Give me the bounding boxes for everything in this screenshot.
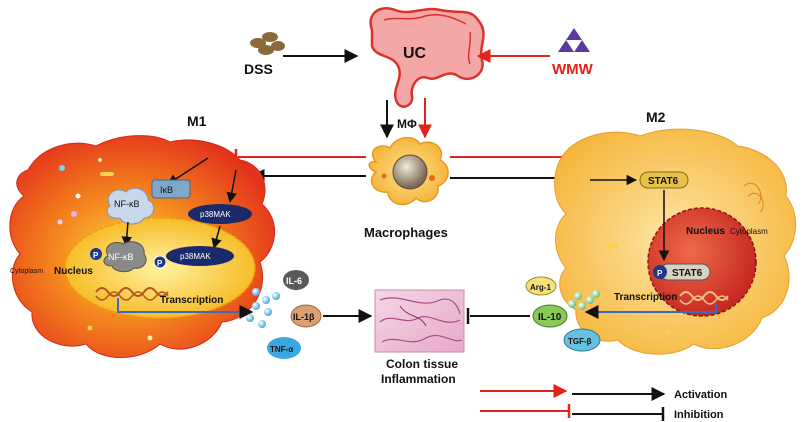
m1-to-p38-arrow	[226, 169, 237, 204]
m1-transcription-arrow	[117, 298, 254, 319]
stat6-nuclear: P STAT6	[653, 263, 711, 281]
macrophages-label: Macrophages	[364, 225, 448, 240]
tnfa-badge: TNF-α	[267, 337, 301, 359]
macrophage-cell	[368, 136, 449, 206]
tnfa-label: TNF-α	[270, 345, 293, 354]
uc-label: UC	[403, 45, 427, 62]
p38mak-cytoplasm: p38MAK	[188, 204, 252, 224]
legend-inhibition-label: Inhibition	[674, 409, 724, 421]
il10-label: IL-10	[538, 312, 562, 323]
p38-p-label: P	[157, 259, 163, 268]
ikb-label: IκB	[160, 185, 173, 195]
m2-cell	[554, 128, 797, 355]
m2-dna-icon	[679, 291, 729, 301]
dss-group: DSS	[244, 32, 285, 77]
dss-label: DSS	[244, 61, 273, 77]
legend-activation-label: Activation	[674, 389, 727, 401]
m2-transcription-label: Transcription	[614, 292, 677, 303]
il1b-label: IL-1β	[293, 312, 315, 322]
arg1-label: Arg-1	[530, 283, 551, 292]
p38mak-label: p38MAK	[200, 210, 231, 219]
stat6-label: STAT6	[648, 176, 679, 187]
m2-transcription-arrow	[584, 304, 717, 319]
wmw-label: WMW	[552, 61, 594, 78]
colon-icon	[369, 7, 485, 108]
nfkb-ikb-complex: IκB NF-κB	[106, 179, 191, 225]
m2-secreted-beads	[568, 290, 600, 310]
il6-badge: IL-6	[283, 270, 309, 290]
m2-cytoplasm-label: Cytoplasm	[730, 227, 768, 236]
stat6-cytoplasm: STAT6	[639, 171, 689, 189]
wmw-icon	[558, 28, 590, 52]
tgfb-badge: TGF-β	[563, 328, 601, 352]
nfkb-nuclear-label: NF-κB	[108, 252, 134, 262]
nfkb-label: NF-κB	[114, 199, 140, 209]
tgfb-label: TGF-β	[568, 337, 592, 346]
p38mak-nuclear-label: p38MAK	[180, 252, 211, 261]
dss-icon	[250, 32, 285, 55]
legend-inhibition: Inhibition	[480, 404, 724, 421]
mphi-label: MΦ	[397, 117, 417, 131]
colon-tissue-label: Colon tissue	[386, 357, 458, 371]
m1-nucleus-label: Nucleus	[54, 266, 93, 277]
m2-nucleus-label: Nucleus	[686, 226, 725, 237]
legend-activation: Activation	[480, 384, 727, 401]
m2-label: M2	[646, 109, 666, 125]
m1-cytoplasm-label: Cytoplasm	[10, 268, 43, 275]
m1-label: M1	[187, 113, 207, 129]
nfkb-translocation-arrow	[121, 221, 133, 248]
stat6-nuclear-label: STAT6	[672, 268, 703, 279]
wmw-group: WMW	[552, 28, 594, 78]
colon-tissue-image	[374, 289, 465, 353]
arg1-badge: Arg-1	[525, 276, 557, 296]
p38-translocation-arrow	[211, 225, 222, 250]
il10-badge: IL-10	[532, 304, 568, 328]
nfkb-p-label: P	[93, 251, 99, 260]
il6-label: IL-6	[286, 276, 302, 286]
p38mak-nuclear: P p38MAK	[153, 246, 234, 269]
legend: Activation Inhibition	[480, 384, 727, 421]
inflammation-label: Inflammation	[381, 372, 456, 386]
m1-secreted-beads	[246, 288, 280, 328]
il1b-badge: IL-1β	[290, 304, 322, 328]
nfkb-nuclear: P NF-κB	[90, 241, 147, 273]
stat6-p-label: P	[657, 269, 663, 278]
m1-transcription-label: Transcription	[160, 295, 223, 306]
m2-nucleus	[647, 207, 757, 317]
m1-dna-icon	[95, 287, 169, 297]
